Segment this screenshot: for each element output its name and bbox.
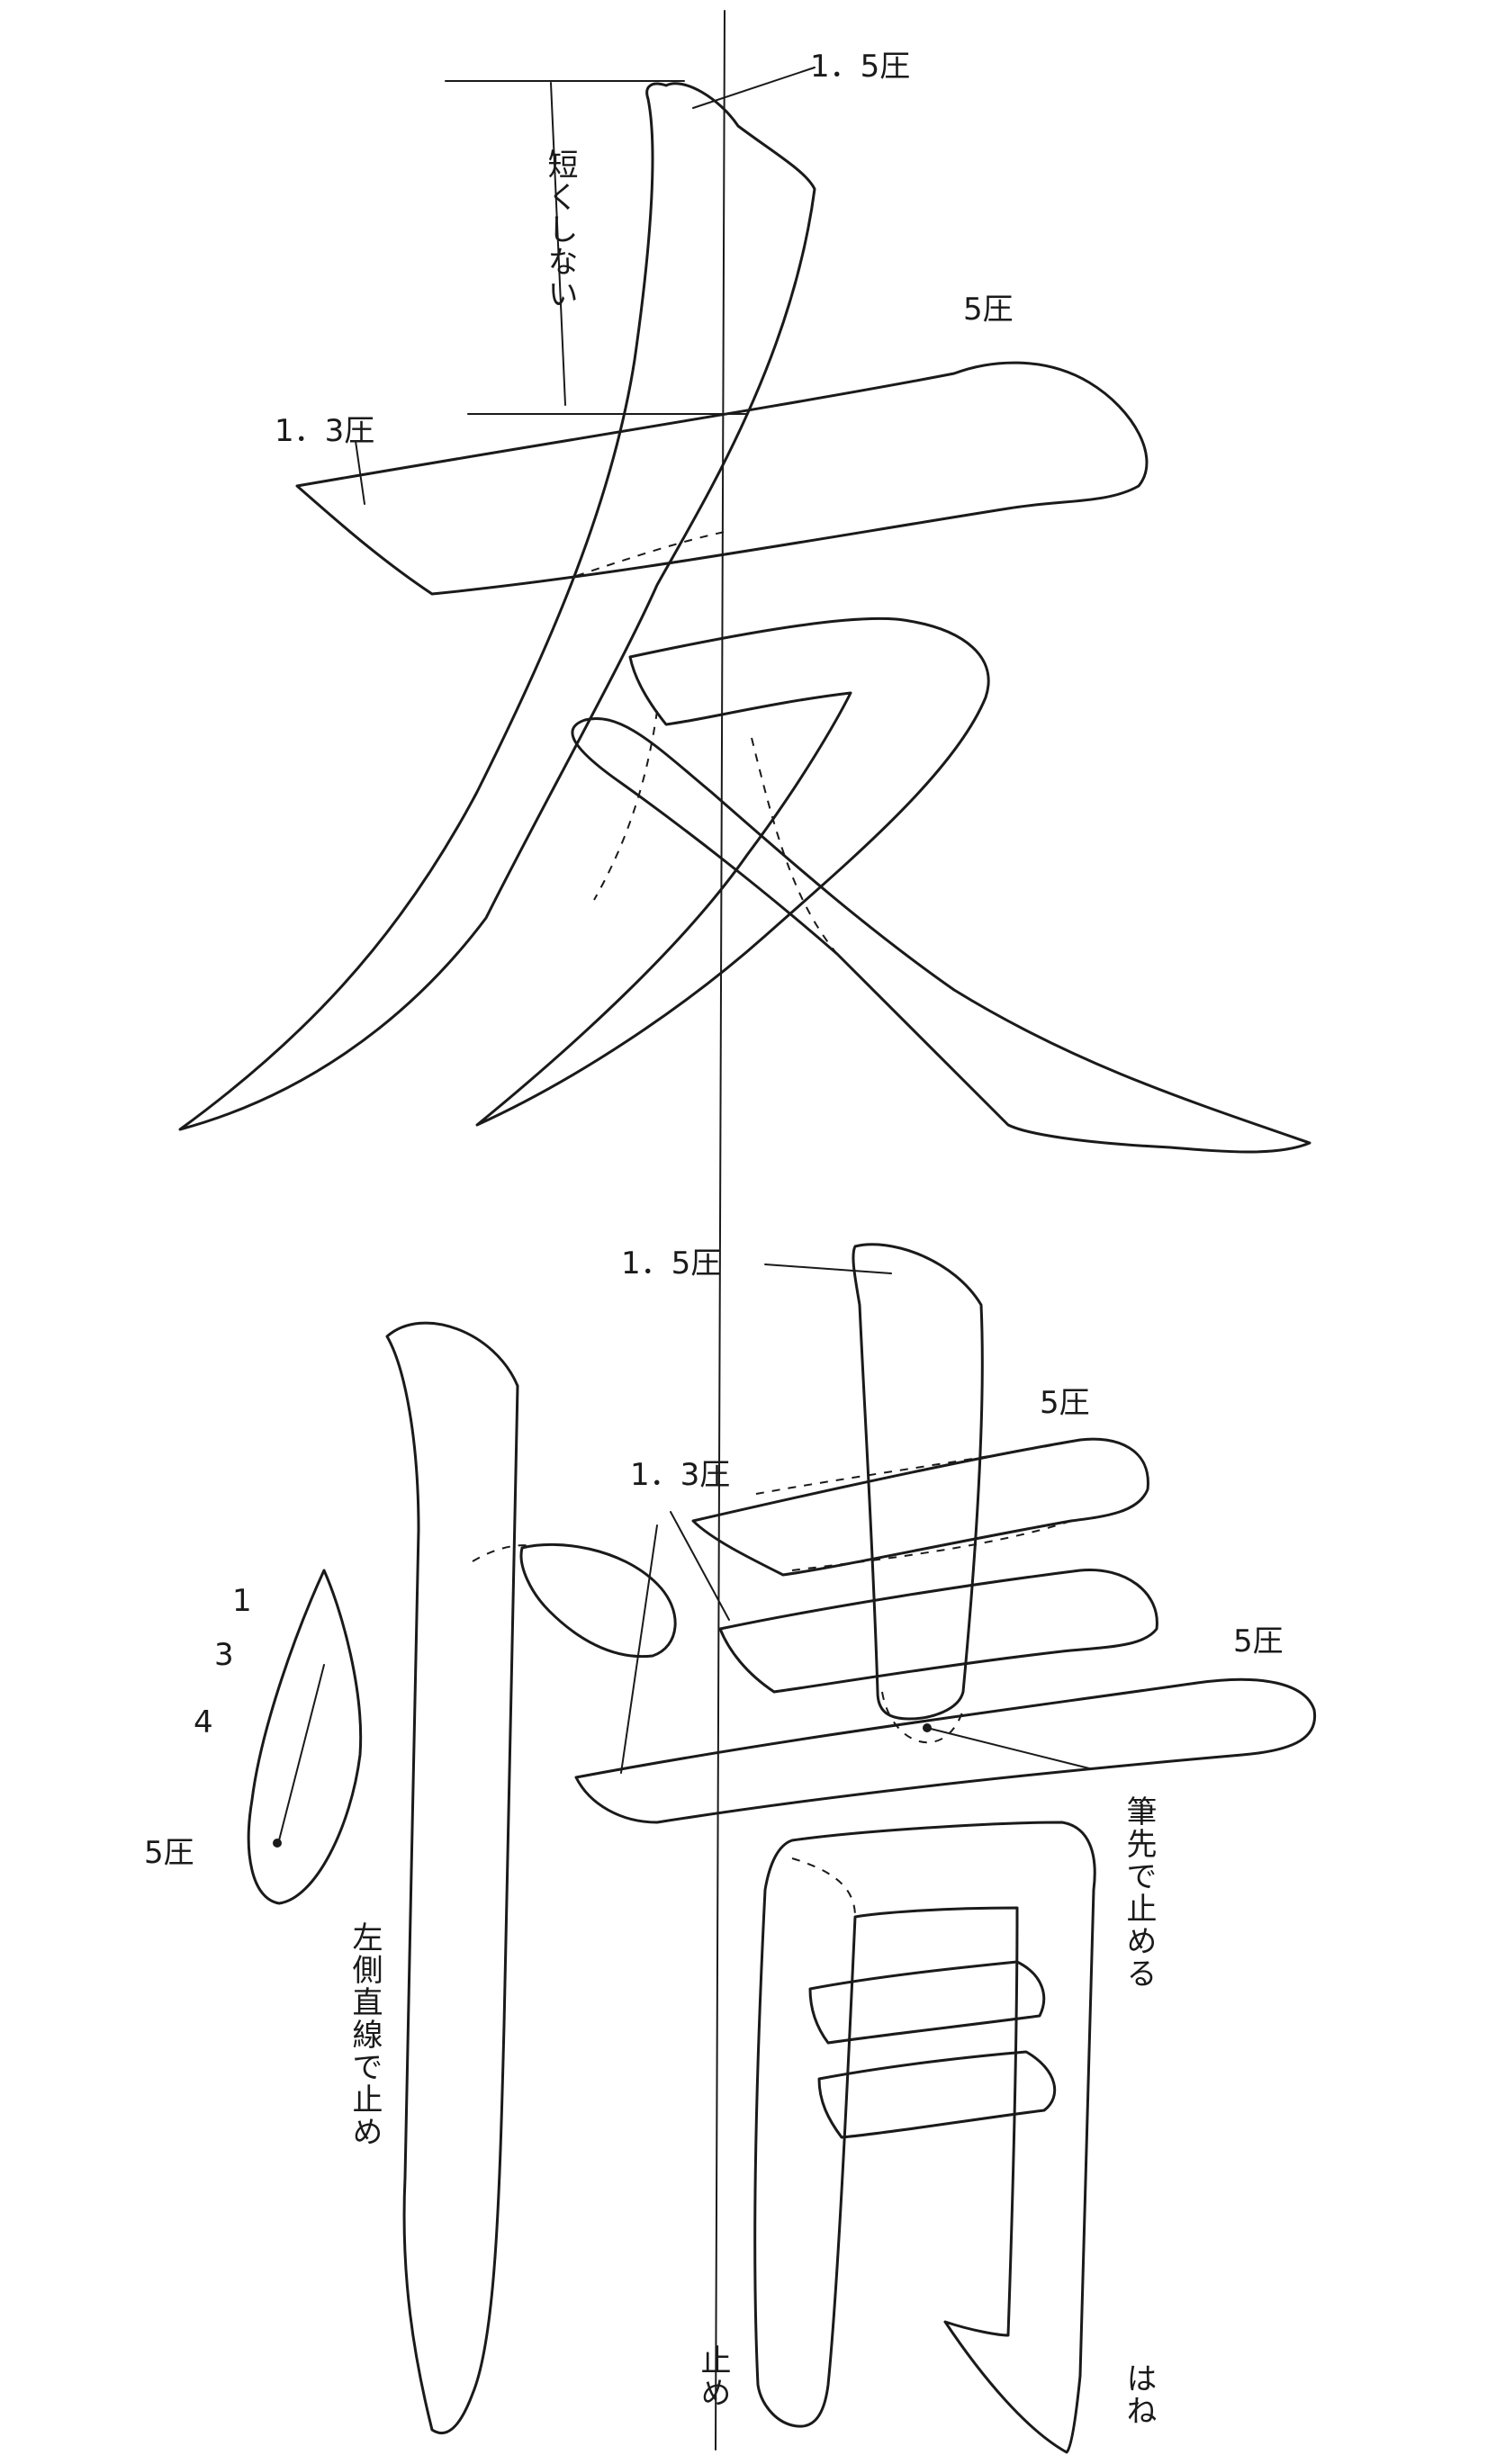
leader-brush-tip xyxy=(926,1727,1090,1769)
moon-bar-2 xyxy=(817,2050,1057,2139)
leader-top-pressure xyxy=(692,67,816,109)
left-falling-stroke xyxy=(178,82,816,1131)
label-brush-tip-note: 筆先で止める xyxy=(1121,1795,1157,1990)
label-upper-pressure-right: 5圧 xyxy=(963,292,1014,328)
label-lower-pressure-horiz-2: 5圧 xyxy=(1233,1623,1284,1659)
label-lower-pressure-left-horiz: 1．3圧 xyxy=(630,1457,730,1493)
overlap-dash-1 xyxy=(575,530,730,577)
label-hane-note: はね xyxy=(1121,2362,1157,2427)
inner-hook-stroke xyxy=(475,616,990,1127)
length-marker-line xyxy=(550,82,566,406)
left-dot-path-line xyxy=(278,1664,325,1841)
horizontal-stroke-1 xyxy=(691,1437,1149,1577)
moon-frame-stroke xyxy=(753,1821,1096,2454)
label-left-side-note: 左側直線で止め xyxy=(347,1921,383,2148)
horizontal-dash-1 xyxy=(791,1520,1072,1571)
right-dot-dash xyxy=(472,1544,532,1562)
left-vertical-stroke xyxy=(385,1321,519,2435)
leader-lower-left-horiz-b xyxy=(620,1524,658,1774)
label-upper-pressure-top: 1．5圧 xyxy=(810,49,910,85)
lower-character-jou: 1．5圧 5圧 1．3圧 5圧 1 3 4 5圧 左側直線で止め 筆先で止める … xyxy=(144,1243,1317,2454)
moon-dash xyxy=(791,1857,856,1918)
leader-lower-pressure-top xyxy=(764,1263,892,1274)
overlap-dash-3 xyxy=(593,710,658,901)
center-guide-line xyxy=(715,10,725,2451)
left-dot-point xyxy=(273,1839,282,1848)
center-vertical-dash xyxy=(881,1691,964,1744)
left-dot-stroke xyxy=(247,1569,363,1905)
horizontal-dash-2 xyxy=(755,1439,1081,1495)
center-vertical-stroke xyxy=(852,1243,984,1721)
label-dot-step-4: 4 xyxy=(194,1704,213,1740)
moon-bar-1 xyxy=(808,1960,1046,2045)
right-dot-stroke xyxy=(519,1542,677,1659)
top-horizontal-stroke xyxy=(295,361,1149,596)
right-sweep-stroke xyxy=(571,717,1311,1154)
label-upper-not-short: 短くしない xyxy=(542,148,578,310)
label-lower-pressure-horiz-1: 5圧 xyxy=(1040,1385,1090,1421)
label-dot-step-5: 5圧 xyxy=(144,1835,194,1871)
leader-left-pressure xyxy=(355,440,365,505)
horizontal-stroke-3 xyxy=(574,1677,1317,1824)
label-dot-step-1: 1 xyxy=(232,1583,252,1619)
leader-lower-left-horiz-a xyxy=(670,1511,730,1621)
label-upper-pressure-left: 1．3圧 xyxy=(275,413,374,449)
label-stop-note: 止め xyxy=(695,2344,731,2409)
label-dot-step-3: 3 xyxy=(214,1637,234,1673)
label-lower-pressure-top: 1．5圧 xyxy=(621,1245,721,1281)
upper-character-yu: 1．5圧 短くしない 5圧 1．3圧 xyxy=(178,49,1311,1154)
horizontal-stroke-2 xyxy=(718,1568,1158,1694)
overlap-dash-2 xyxy=(751,737,838,955)
